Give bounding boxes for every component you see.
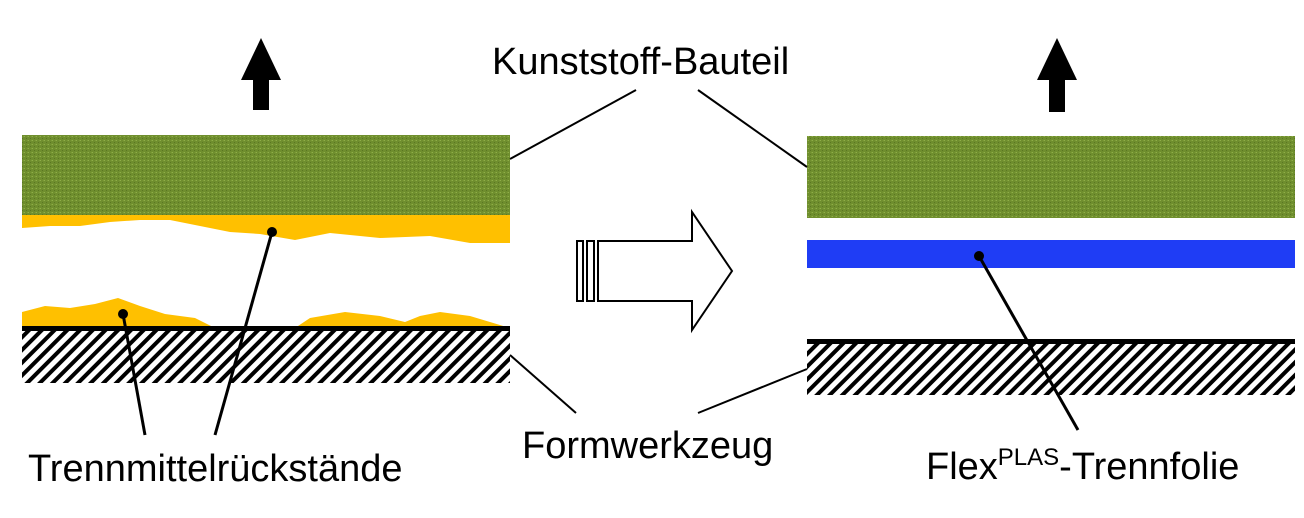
label-release-film: FlexPLAS-Trennfolie xyxy=(926,446,1240,488)
tool-leader-line-right xyxy=(697,368,808,414)
right-lift-arrow-icon xyxy=(1037,38,1077,112)
left-mold-surface-line xyxy=(22,326,510,331)
left-mold-tool xyxy=(22,330,510,383)
label-release-film-suffix: -Trennfolie xyxy=(1059,446,1240,488)
transition-arrow-icon xyxy=(576,208,734,334)
part-leader-line-left xyxy=(509,89,637,160)
part-leader-line-right xyxy=(697,89,808,168)
residue-leader-line-2 xyxy=(121,313,147,436)
film-leader-line xyxy=(977,255,1080,431)
release-film xyxy=(807,240,1295,268)
label-release-film-base: Flex xyxy=(926,446,998,488)
right-assembly xyxy=(807,38,1295,431)
right-mold-tool xyxy=(807,343,1295,395)
left-assembly xyxy=(22,38,510,436)
left-plastic-part xyxy=(22,135,510,215)
label-release-residue: Trennmittelrückstände xyxy=(28,448,403,490)
label-mold-tool: Formwerkzeug xyxy=(522,425,774,467)
right-mold-surface-line xyxy=(807,339,1295,344)
label-release-film-sup: PLAS xyxy=(997,444,1060,471)
right-plastic-part xyxy=(807,136,1295,218)
left-lift-arrow-icon xyxy=(241,38,281,110)
label-plastic-part: Kunststoff-Bauteil xyxy=(492,41,790,83)
residue-leader-line-1 xyxy=(213,231,274,436)
left-residue-top xyxy=(22,215,510,243)
tool-leader-line-left xyxy=(509,354,577,414)
left-residue-bottom-2 xyxy=(295,312,510,328)
